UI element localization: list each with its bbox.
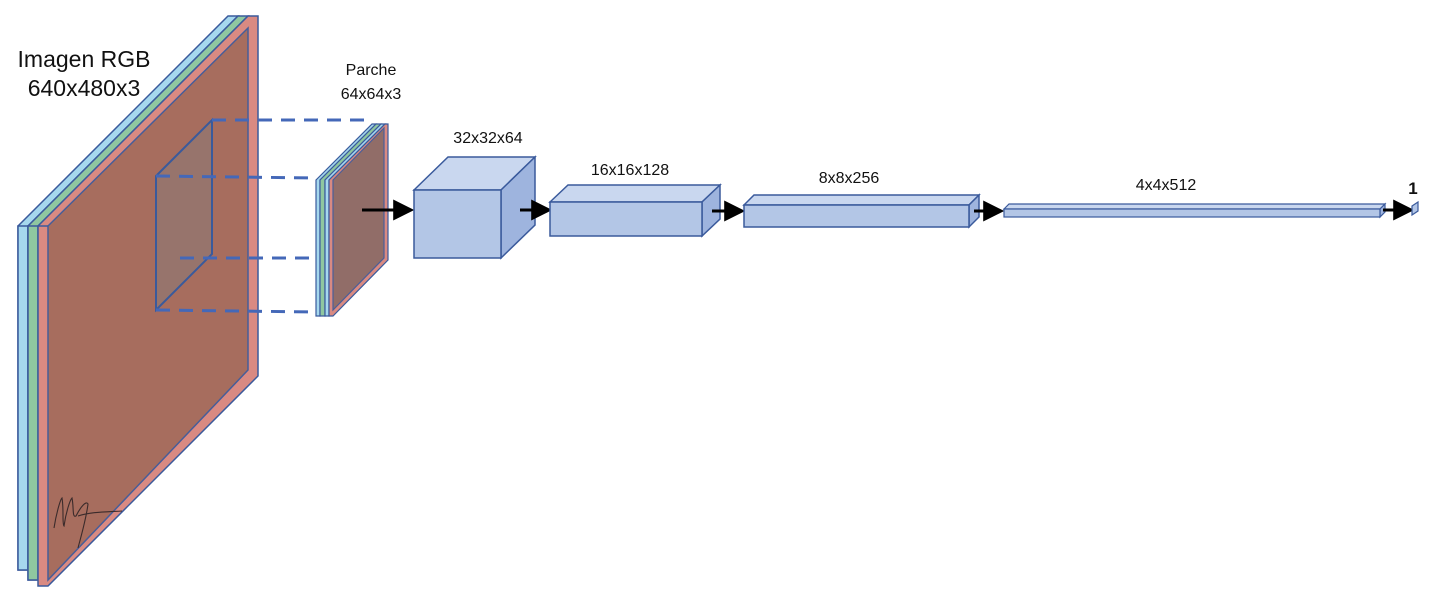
layer-2-label: 16x16x128 (591, 162, 669, 179)
patch-overlay (332, 126, 385, 312)
image-dims: 640x480x3 (28, 75, 141, 101)
green-channel-front (27, 225, 39, 581)
patch-title: Parche (346, 62, 397, 79)
output-label: 1 (1408, 179, 1417, 198)
layer-1-block (412, 155, 537, 260)
input-image-stack (17, 15, 259, 587)
projection-line-upper (155, 174, 317, 180)
layer-2-top (548, 184, 722, 203)
layer-3-block (742, 193, 981, 229)
patch-window (155, 117, 213, 313)
output-node (1411, 200, 1419, 217)
signature-scribble (53, 496, 123, 549)
patch-dims: 64x64x3 (341, 86, 402, 103)
layer-1-label: 32x32x64 (453, 130, 522, 147)
projection-line-bottom (155, 308, 317, 314)
layer-3-label: 8x8x256 (819, 170, 880, 187)
layer-3-front (743, 204, 970, 228)
layer-2-block (548, 183, 722, 238)
layer-1-front (413, 189, 502, 259)
layer-3-top (742, 194, 981, 206)
layer-4-top (1002, 203, 1387, 210)
layer-2-front (549, 201, 703, 237)
layer-4-front (1003, 208, 1381, 218)
patch-stack (315, 123, 389, 317)
layer-4-block (1002, 202, 1387, 219)
layer-4-label: 4x4x512 (1136, 177, 1197, 194)
blue-channel-front (17, 225, 29, 571)
image-title: Imagen RGB (18, 46, 151, 72)
